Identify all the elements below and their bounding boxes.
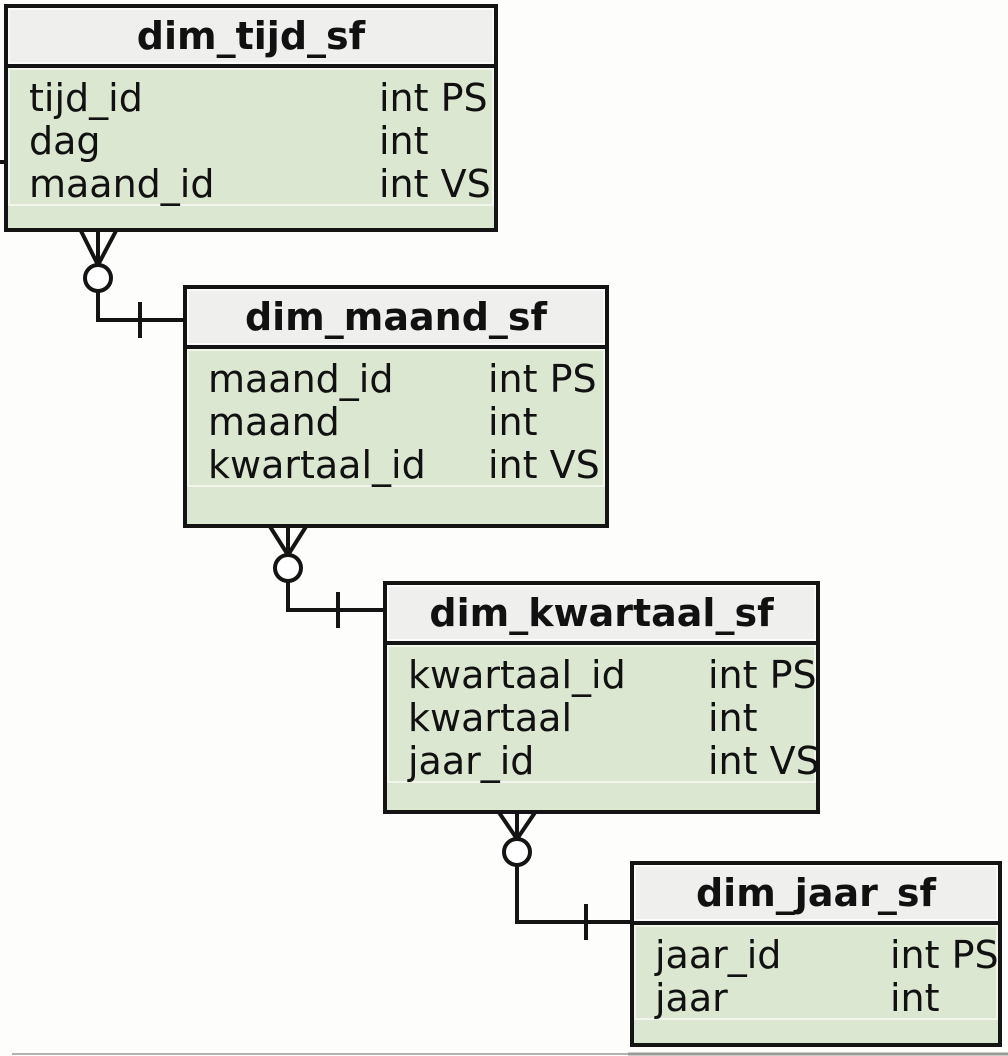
table-fields: jaar_id int PS jaar int (634, 925, 999, 1020)
field-name: jaar_id (408, 739, 535, 783)
crows-foot-many-icon (78, 228, 119, 266)
entity-table-dim-tijd-sf: dim_tijd_sf tijd_id int PS dag int maand… (4, 4, 498, 232)
field-row: tijd_id int PS (8, 77, 494, 120)
field-row: maand_id int PS (187, 358, 605, 401)
field-type: int PS (708, 653, 817, 697)
crows-foot-many-icon (267, 523, 309, 557)
connector-line (286, 581, 387, 612)
field-name: tijd_id (29, 76, 143, 120)
field-type: int PS (890, 933, 999, 977)
field-name: jaar_id (655, 933, 782, 977)
field-type: int (708, 696, 758, 740)
field-row: jaar_id int VS (387, 739, 820, 783)
field-name: jaar (655, 976, 728, 1020)
field-name: dag (29, 119, 101, 163)
zero-circle-icon (83, 263, 113, 293)
field-type: int PS (488, 357, 597, 401)
crows-foot-many-icon (496, 809, 538, 841)
table-fields: maand_id int PS maand int kwartaal_id in… (187, 349, 605, 487)
field-name: kwartaal_id (408, 653, 626, 697)
field-name: maand_id (29, 162, 215, 206)
field-name: maand (208, 400, 340, 444)
field-type: int (488, 400, 538, 444)
field-type: int (890, 976, 940, 1020)
field-type: int PS (379, 76, 488, 120)
field-name: maand_id (208, 357, 394, 401)
field-row: dag int (8, 120, 494, 163)
entity-table-dim-maand-sf: dim_maand_sf maand_id int PS maand int k… (183, 285, 609, 528)
connector-line (96, 291, 187, 322)
entity-table-dim-kwartaal-sf: dim_kwartaal_sf kwartaal_id int PS kwart… (383, 581, 820, 814)
field-row: kwartaal int (387, 697, 816, 740)
field-row: jaar int (634, 977, 998, 1020)
field-row: maand_id int VS (8, 163, 494, 206)
field-row: kwartaal_id int VS (187, 444, 605, 487)
table-title: dim_kwartaal_sf (387, 585, 816, 645)
field-type: int VS (708, 739, 820, 783)
field-row: jaar_id int PS (634, 933, 999, 977)
table-fields: tijd_id int PS dag int maand_id int VS (8, 68, 494, 206)
table-title: dim_tijd_sf (8, 8, 494, 68)
entity-table-dim-jaar-sf: dim_jaar_sf jaar_id int PS jaar int (630, 861, 1002, 1047)
connector-kwartaal-jaar (496, 809, 634, 940)
zero-circle-icon (273, 553, 303, 583)
connector-line (515, 865, 634, 924)
field-type: int VS (379, 162, 491, 206)
table-fields: kwartaal_id int PS kwartaal int jaar_id … (387, 645, 820, 783)
table-title: dim_jaar_sf (634, 865, 998, 925)
field-type: int VS (488, 443, 600, 487)
field-name: kwartaal (408, 696, 573, 740)
field-row: maand int (187, 401, 605, 444)
connector-tijd-maand (78, 228, 187, 338)
zero-circle-icon (502, 837, 532, 867)
table-title: dim_maand_sf (187, 289, 605, 349)
field-type: int (379, 119, 429, 163)
field-name: kwartaal_id (208, 443, 426, 487)
connector-maand-kwartaal (267, 523, 387, 628)
field-row: kwartaal_id int PS (387, 653, 817, 697)
